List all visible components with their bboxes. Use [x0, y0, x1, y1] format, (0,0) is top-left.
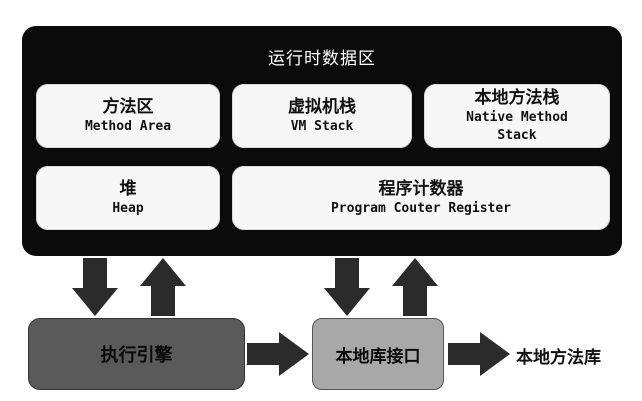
native-stack-cn: 本地方法栈 — [474, 88, 560, 108]
heap-cn: 堆 — [119, 179, 137, 199]
pc-register-cn: 程序计数器 — [378, 179, 464, 199]
native-stack-en-line2: Stack — [497, 128, 537, 143]
up-arrow-icon — [392, 258, 438, 316]
heap-box: 堆 Heap — [36, 166, 220, 230]
pc-register-box: 程序计数器 Program Couter Register — [232, 166, 610, 230]
right-arrow-icon — [448, 332, 510, 376]
native-method-library: 本地方法库 — [516, 348, 601, 368]
vm-stack-cn: 虚拟机栈 — [288, 97, 356, 117]
method-area-box: 方法区 Method Area — [36, 84, 220, 148]
native-method-stack-box: 本地方法栈 Native Method Stack — [424, 84, 610, 148]
method-area-en: Method Area — [84, 119, 172, 134]
heap-en: Heap — [112, 201, 144, 216]
runtime-data-area: 运行时数据区 方法区 Method Area 虚拟机栈 VM Stack 本地方… — [22, 26, 622, 256]
down-arrow-icon — [324, 258, 370, 316]
native-library-interface: 本地库接口 — [312, 318, 444, 390]
native-stack-en-line1: Native Method — [466, 110, 568, 125]
pc-register-en: Program Couter Register — [330, 201, 511, 216]
execution-engine: 执行引擎 — [28, 318, 245, 390]
up-arrow-icon — [140, 258, 186, 316]
method-area-cn: 方法区 — [102, 97, 154, 117]
vm-stack-en: VM Stack — [290, 119, 354, 134]
right-arrow-icon — [247, 332, 309, 376]
vm-stack-box: 虚拟机栈 VM Stack — [232, 84, 412, 148]
down-arrow-icon — [72, 258, 118, 316]
runtime-title: 运行时数据区 — [268, 49, 376, 69]
